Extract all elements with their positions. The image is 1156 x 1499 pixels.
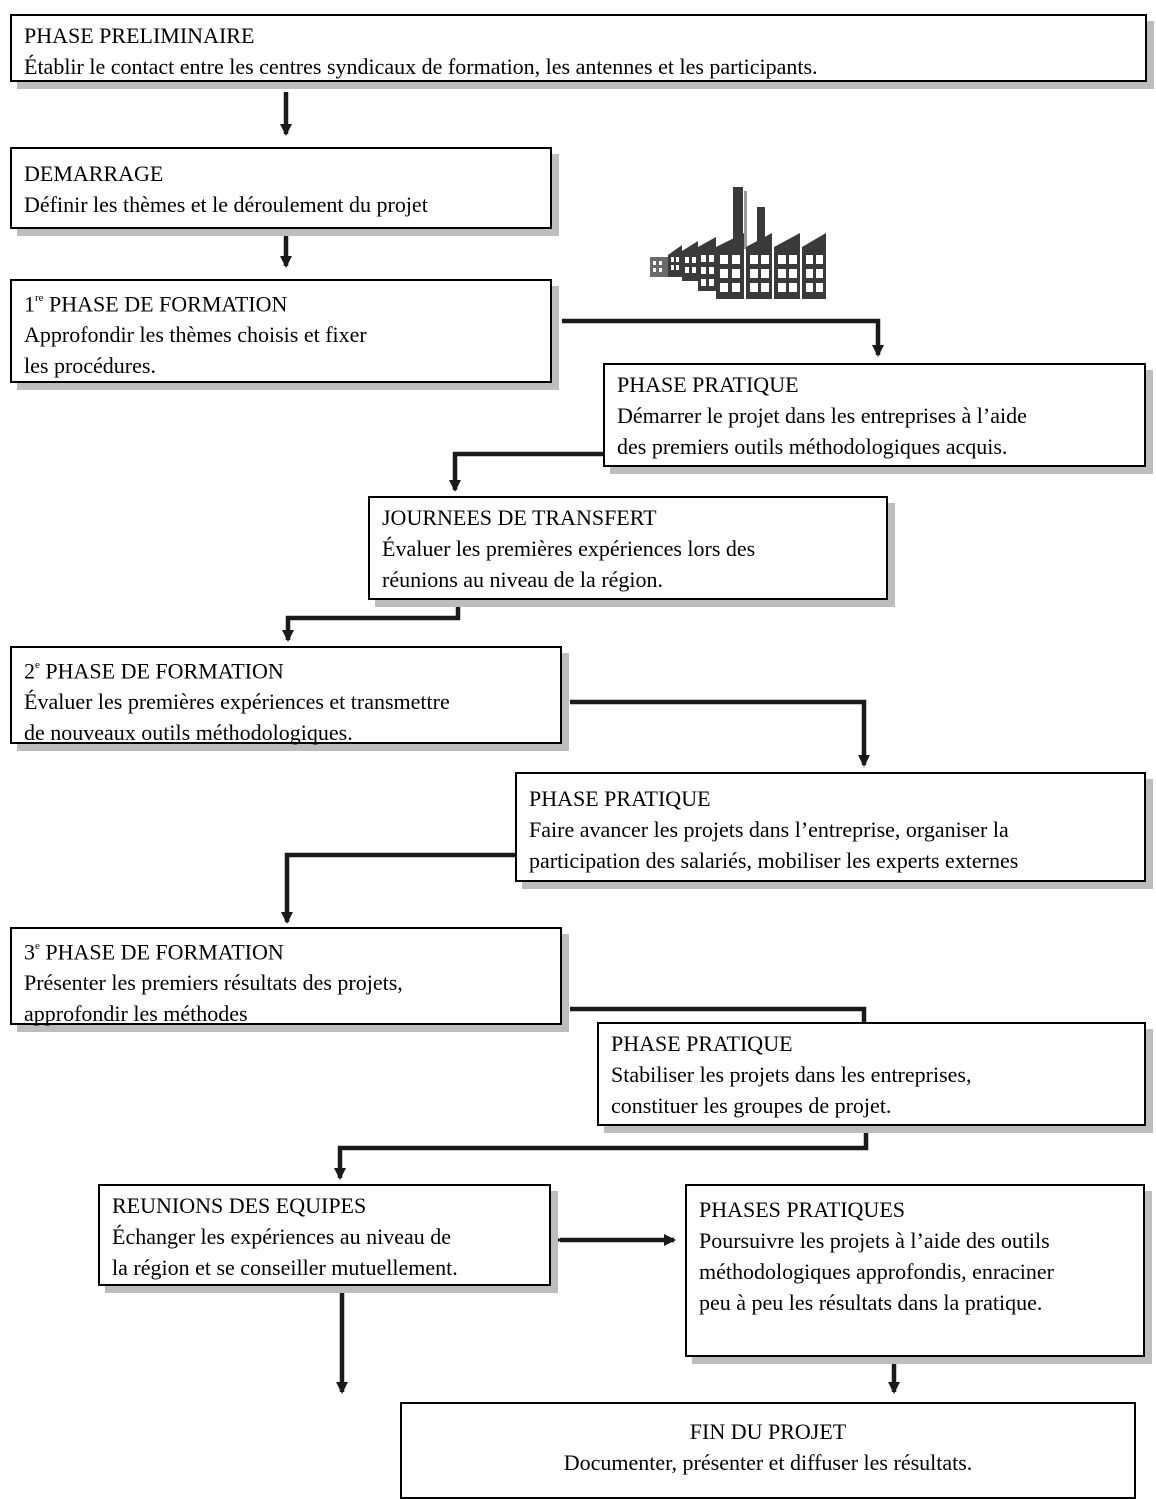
step-description: Documenter, présenter et diffuser les ré… xyxy=(563,1450,973,1475)
phase-number: 1 xyxy=(24,291,35,317)
step-journees-transfert: JOURNEES DE TRANSFERT Évaluer les premiè… xyxy=(368,496,888,600)
step-description-line1: Faire avancer les projets dans l’entrepr… xyxy=(529,817,1009,842)
step-formation-3: 3e PHASE DE FORMATION Présenter les prem… xyxy=(10,927,562,1026)
step-title: JOURNEES DE TRANSFERT xyxy=(382,505,657,530)
arrow-pratique1-to-transfert xyxy=(449,451,603,492)
step-fin-projet: FIN DU PROJET Documenter, présenter et d… xyxy=(400,1402,1136,1499)
step-pratique-2: PHASE PRATIQUE Faire avancer les projets… xyxy=(515,772,1146,882)
step-title: PHASE PRATIQUE xyxy=(611,1031,793,1056)
phase-number-suffix: re xyxy=(35,292,44,304)
step-description-line1: Stabiliser les projets dans les entrepri… xyxy=(611,1062,972,1087)
phase-title: PHASE DE FORMATION xyxy=(39,658,284,684)
step-description-line2: participation des salariés, mobiliser le… xyxy=(529,848,1019,873)
step-title: 1re PHASE DE FORMATION xyxy=(24,285,538,319)
step-description-line2: constituer les groupes de projet. xyxy=(611,1093,892,1118)
phase-number-suffix: e xyxy=(35,940,40,952)
step-description-line2: méthodologiques approfondis, enraciner xyxy=(699,1259,1054,1284)
arrow-transfert-to-formation2 xyxy=(282,603,461,642)
arrow-pratique3-to-reunions xyxy=(334,1131,869,1180)
step-preliminaire: PHASE PRELIMINAIRE Établir le contact en… xyxy=(10,14,1147,82)
step-title: REUNIONS DES EQUIPES xyxy=(112,1193,367,1218)
arrow-formation1-to-pratique1 xyxy=(562,318,884,357)
factory-icon xyxy=(650,187,826,299)
step-description-line2: les procédures. xyxy=(24,353,156,379)
phase-number-suffix: e xyxy=(35,659,40,671)
step-description-line1: Présenter les premiers résultats des pro… xyxy=(24,970,403,996)
step-demarrage: DEMARRAGE Définir les thèmes et le dérou… xyxy=(10,147,552,229)
step-description-line1: Évaluer les premières expériences lors d… xyxy=(382,536,756,561)
phase-title: PHASE DE FORMATION xyxy=(39,939,284,965)
step-phases-pratiques: PHASES PRATIQUES Poursuivre les projets … xyxy=(685,1184,1145,1357)
step-description-line2: réunions au niveau de la région. xyxy=(382,567,664,592)
arrow-formation2-to-pratique2 xyxy=(570,699,870,767)
step-title: FIN DU PROJET xyxy=(689,1419,847,1444)
step-title: DEMARRAGE xyxy=(24,161,164,186)
step-title: 3e PHASE DE FORMATION xyxy=(24,933,548,967)
step-pratique-3: PHASE PRATIQUE Stabiliser les projets da… xyxy=(597,1022,1146,1126)
step-title: 2e PHASE DE FORMATION xyxy=(24,652,548,686)
step-description-line1: Approfondir les thèmes choisis et fixer xyxy=(24,322,367,348)
step-reunions-equipes: REUNIONS DES EQUIPES Échanger les expéri… xyxy=(98,1184,551,1286)
step-description-line2: la région et se conseiller mutuellement. xyxy=(112,1255,458,1280)
step-description-line1: Évaluer les premières expériences et tra… xyxy=(24,689,450,715)
phase-title: PHASE DE FORMATION xyxy=(43,291,288,317)
step-description: Établir le contact entre les centres syn… xyxy=(24,54,818,79)
phase-number: 2 xyxy=(24,658,35,684)
step-description: Définir les thèmes et le déroulement du … xyxy=(24,192,428,217)
step-description-line2: approfondir les méthodes xyxy=(24,1001,248,1027)
step-description-line1: Poursuivre les projets à l’aide des outi… xyxy=(699,1228,1050,1253)
step-title: PHASES PRATIQUES xyxy=(699,1197,905,1222)
step-formation-1: 1re PHASE DE FORMATION Approfondir les t… xyxy=(10,279,552,383)
phase-number: 3 xyxy=(24,939,35,965)
step-description-line1: Échanger les expériences au niveau de xyxy=(112,1224,451,1249)
step-description-line3: peu à peu les résultats dans la pratique… xyxy=(699,1290,1043,1315)
step-pratique-1: PHASE PRATIQUE Démarrer le projet dans l… xyxy=(603,363,1146,467)
step-description-line2: des premiers outils méthodologiques acqu… xyxy=(617,434,1008,459)
step-formation-2: 2e PHASE DE FORMATION Évaluer les premiè… xyxy=(10,646,562,745)
step-title: PHASE PRATIQUE xyxy=(617,372,799,397)
step-description-line2: de nouveaux outils méthodologiques. xyxy=(24,720,353,746)
arrow-pratique2-to-formation3 xyxy=(281,852,515,924)
step-title: PHASE PRATIQUE xyxy=(529,786,711,811)
step-title: PHASE PRELIMINAIRE xyxy=(24,23,255,48)
step-description-line1: Démarrer le projet dans les entreprises … xyxy=(617,403,1027,428)
